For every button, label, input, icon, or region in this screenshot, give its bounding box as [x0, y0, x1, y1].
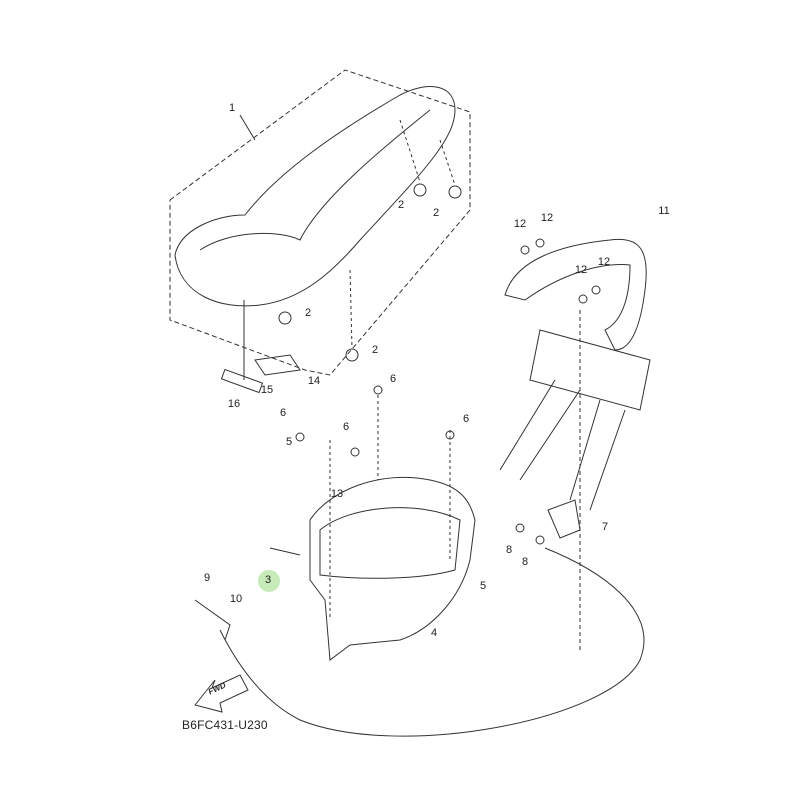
callout-7[interactable]: 7	[601, 521, 609, 533]
callout-14[interactable]: 14	[307, 375, 321, 387]
callout-1[interactable]: 1	[228, 102, 236, 114]
callout-2[interactable]: 2	[432, 207, 440, 219]
label-tag	[254, 354, 301, 376]
seat-lock-tool	[220, 368, 264, 394]
callout-5[interactable]: 5	[285, 436, 293, 448]
seat-lock-latch	[547, 499, 581, 539]
callout-9[interactable]: 9	[203, 572, 211, 584]
callout-3[interactable]: 3	[264, 574, 272, 586]
callout-6[interactable]: 6	[342, 421, 350, 433]
bolts	[295, 238, 601, 545]
callout-2[interactable]: 2	[397, 199, 405, 211]
seat-group-box	[169, 69, 471, 376]
callout-13[interactable]: 13	[330, 488, 344, 500]
callout-2[interactable]: 2	[371, 344, 379, 356]
callout-10[interactable]: 10	[229, 593, 243, 605]
callout-5[interactable]: 5	[479, 580, 487, 592]
callout-11[interactable]: 11	[658, 205, 670, 217]
seat-part	[174, 86, 456, 307]
highlight-marker	[258, 570, 280, 592]
callout-12[interactable]: 12	[597, 256, 611, 268]
callout-8[interactable]: 8	[521, 556, 529, 568]
seat-lock-cable	[219, 547, 645, 737]
callout-2[interactable]: 2	[304, 307, 312, 319]
callout-12[interactable]: 12	[574, 264, 588, 276]
callout-6[interactable]: 6	[389, 373, 397, 385]
grab-bar	[504, 238, 647, 351]
callout-12[interactable]: 12	[540, 212, 554, 224]
callout-4[interactable]: 4	[430, 627, 438, 639]
callout-8[interactable]: 8	[505, 544, 513, 556]
callout-6[interactable]: 6	[462, 413, 470, 425]
callout-6[interactable]: 6	[279, 407, 287, 419]
cable-end	[194, 599, 231, 641]
rear-frame	[499, 329, 651, 511]
storage-box	[309, 476, 476, 661]
callout-15[interactable]: 15	[260, 384, 274, 396]
diagram-code: B6FC431-U230	[182, 718, 268, 732]
grommet	[413, 183, 427, 197]
callout-16[interactable]: 16	[227, 398, 241, 410]
fwd-arrow	[194, 674, 249, 713]
callout-12[interactable]: 12	[513, 218, 527, 230]
